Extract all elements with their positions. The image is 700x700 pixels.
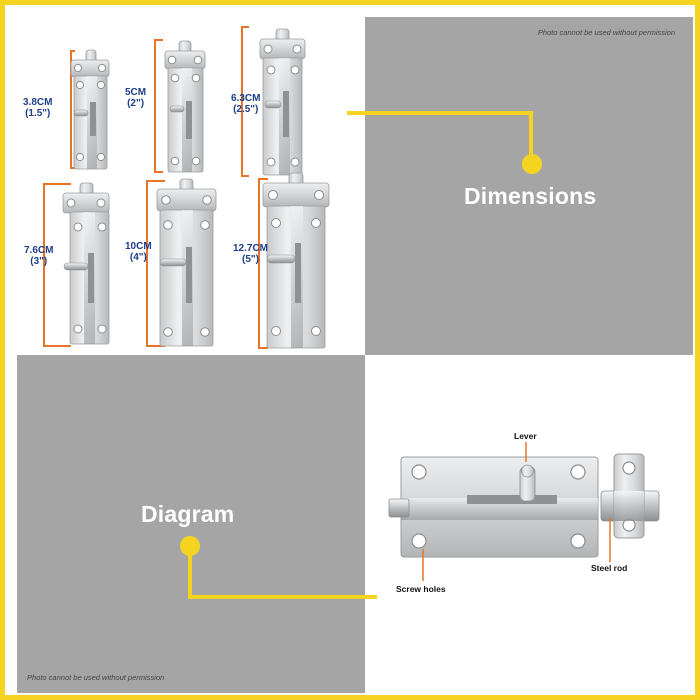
size-label-12-7cm: 12.7CM (5")	[233, 243, 268, 265]
diagram-title-panel	[17, 355, 365, 693]
diagram-connector-dot-icon	[180, 536, 200, 556]
diagram-latch-icon	[388, 453, 660, 558]
size-inch: (3")	[30, 256, 48, 267]
size-inch: (5")	[242, 254, 259, 265]
size-cm: 7.6CM	[24, 245, 54, 256]
panel-connectors	[180, 111, 542, 599]
latch-6-3cm-icon	[259, 28, 306, 176]
size-label-7-6cm: 7.6CM (3")	[24, 245, 53, 267]
lever-label: Lever	[514, 431, 537, 441]
steel-rod-label: Steel rod	[591, 563, 628, 573]
watermark-bottom: Photo cannot be used without permission	[27, 673, 165, 682]
size-inch: (4")	[129, 252, 147, 263]
size-label-3-8cm: 3.8CM (1.5")	[23, 97, 52, 119]
diagram-callout-lines	[422, 442, 611, 581]
latch-7-6cm-icon	[62, 182, 110, 345]
dimensions-connector-dot-icon	[522, 154, 542, 174]
size-label-5cm: 5CM (2")	[125, 87, 146, 109]
size-inch: (2.5")	[233, 104, 259, 115]
watermark-top: Photo cannot be used without permission	[537, 28, 675, 37]
size-label-10cm: 10CM (4")	[125, 241, 152, 263]
latch-5cm-icon	[164, 40, 206, 173]
latch-12-7cm-icon	[262, 172, 330, 349]
size-cm: 12.7CM	[233, 243, 269, 254]
latch-photos	[43, 26, 660, 581]
size-label-6-3cm: 6.3CM (2.5")	[231, 93, 260, 115]
screw-holes-label: Screw holes	[396, 584, 446, 594]
size-cm: 5CM	[125, 87, 147, 98]
dimensions-title-panel	[365, 17, 693, 355]
size-cm: 6.3CM	[231, 93, 261, 104]
size-cm: 10CM	[125, 241, 152, 252]
dimensions-title: Dimensions	[464, 183, 597, 209]
diagram-title: Diagram	[141, 501, 235, 527]
dimension-brackets	[43, 26, 268, 349]
latch-10cm-icon	[156, 178, 217, 347]
size-inch: (2")	[127, 98, 145, 109]
size-inch: (1.5")	[25, 108, 51, 119]
size-cm: 3.8CM	[23, 97, 53, 108]
latch-3-8cm-icon	[70, 49, 110, 170]
